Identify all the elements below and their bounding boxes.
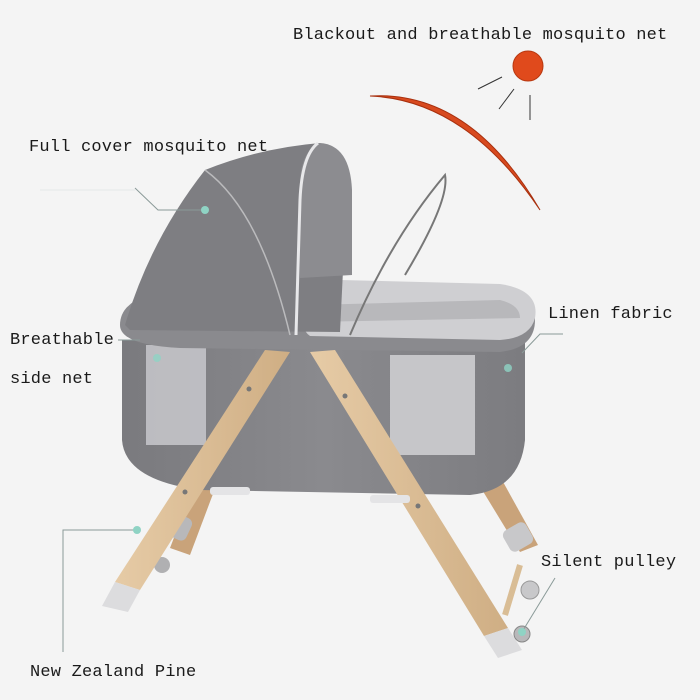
new-zealand-pine-label: New Zealand Pine (30, 663, 197, 682)
breathable-side-net-label-line1: Breathable (10, 331, 115, 350)
breathable-side-net-label-line2: side net (10, 370, 94, 389)
sun-icon (477, 50, 544, 120)
callout-pulley (518, 577, 556, 636)
front-legs (102, 350, 522, 658)
canopy (125, 141, 447, 336)
silent-pulley-label: Silent pulley (541, 553, 677, 572)
callout-linen (504, 333, 563, 372)
side-net-right (390, 355, 475, 455)
callout-pine (62, 526, 141, 652)
callout-side-net (118, 339, 161, 362)
linen-fabric-label: Linen fabric (548, 305, 673, 324)
shade-arc (369, 95, 541, 211)
blackout-net-label: Blackout and breathable mosquito net (293, 26, 668, 45)
full-cover-net-label: Full cover mosquito net (29, 138, 269, 157)
callout-full-cover (40, 187, 209, 214)
